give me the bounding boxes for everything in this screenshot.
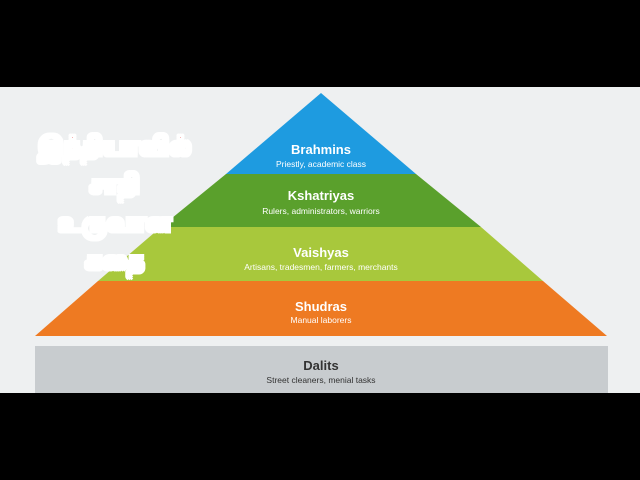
tier-brahmins-shape <box>226 93 416 174</box>
title-line-3: உருவான <box>58 207 172 239</box>
tier-kshatriyas-name: Kshatriyas <box>288 188 354 203</box>
tier-shudras-shape <box>35 281 607 336</box>
tier-shudras-desc: Manual laborers <box>291 315 352 325</box>
overlay-title: இந்தியாவில் சாதி உருவான கதை <box>10 128 220 280</box>
title-line-4: கதை <box>85 245 145 277</box>
tier-vaishyas-name: Vaishyas <box>293 245 349 260</box>
tier-dalits-shape <box>35 346 608 393</box>
title-line-1: இந்தியாவில் <box>38 131 192 163</box>
title-line-2: சாதி <box>89 169 141 201</box>
caste-pyramid: Brahmins Priestly, academic class Kshatr… <box>35 93 608 393</box>
tier-dalits-desc: Street cleaners, menial tasks <box>266 375 375 385</box>
tier-shudras-name: Shudras <box>295 299 347 314</box>
tier-vaishyas-shape <box>98 227 543 281</box>
tier-kshatriyas-shape <box>161 174 481 227</box>
tier-brahmins-desc: Priestly, academic class <box>276 159 366 169</box>
tier-brahmins-name: Brahmins <box>291 142 351 157</box>
tier-kshatriyas-desc: Rulers, administrators, warriors <box>262 206 380 216</box>
tier-vaishyas-desc: Artisans, tradesmen, farmers, merchants <box>244 262 398 272</box>
tier-dalits-name: Dalits <box>303 358 338 373</box>
